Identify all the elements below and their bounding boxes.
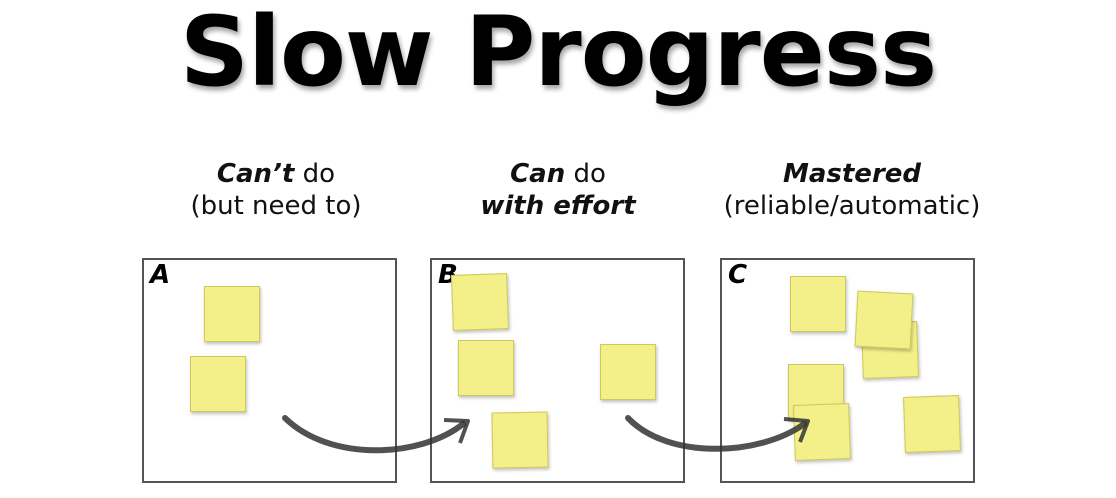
arrow-a-to-b-head xyxy=(443,418,470,444)
sticky-note xyxy=(790,276,846,332)
sticky-note xyxy=(458,340,514,396)
caption-cant-rest: do xyxy=(294,159,336,189)
caption-mastered: Mastered (reliable/automatic) xyxy=(712,158,992,222)
caption-mastered-line2: (reliable/automatic) xyxy=(723,191,981,221)
caption-cant-line2: (but need to) xyxy=(190,191,362,221)
caption-mastered-bold: Mastered xyxy=(782,159,922,189)
arrow-a-to-b xyxy=(282,415,466,454)
caption-can-rest: do xyxy=(565,159,606,189)
box-a: A xyxy=(142,258,397,483)
box-a-label: A xyxy=(150,260,171,290)
arrow-b-to-c xyxy=(625,415,807,452)
caption-can-do: Can do with effort xyxy=(418,158,698,222)
sticky-note xyxy=(190,356,246,412)
caption-can-bold: Can xyxy=(510,159,566,189)
caption-can-line2: with effort xyxy=(480,191,636,221)
sticky-note xyxy=(204,286,260,342)
caption-cant-do: Can’t do (but need to) xyxy=(136,158,416,222)
slide-title: Slow Progress xyxy=(179,0,937,108)
box-b: B xyxy=(430,258,685,483)
sticky-note xyxy=(600,344,656,400)
arrow-b-to-c-head xyxy=(783,417,810,443)
box-c-label: C xyxy=(728,260,748,290)
caption-cant-bold: Can’t xyxy=(216,159,295,189)
